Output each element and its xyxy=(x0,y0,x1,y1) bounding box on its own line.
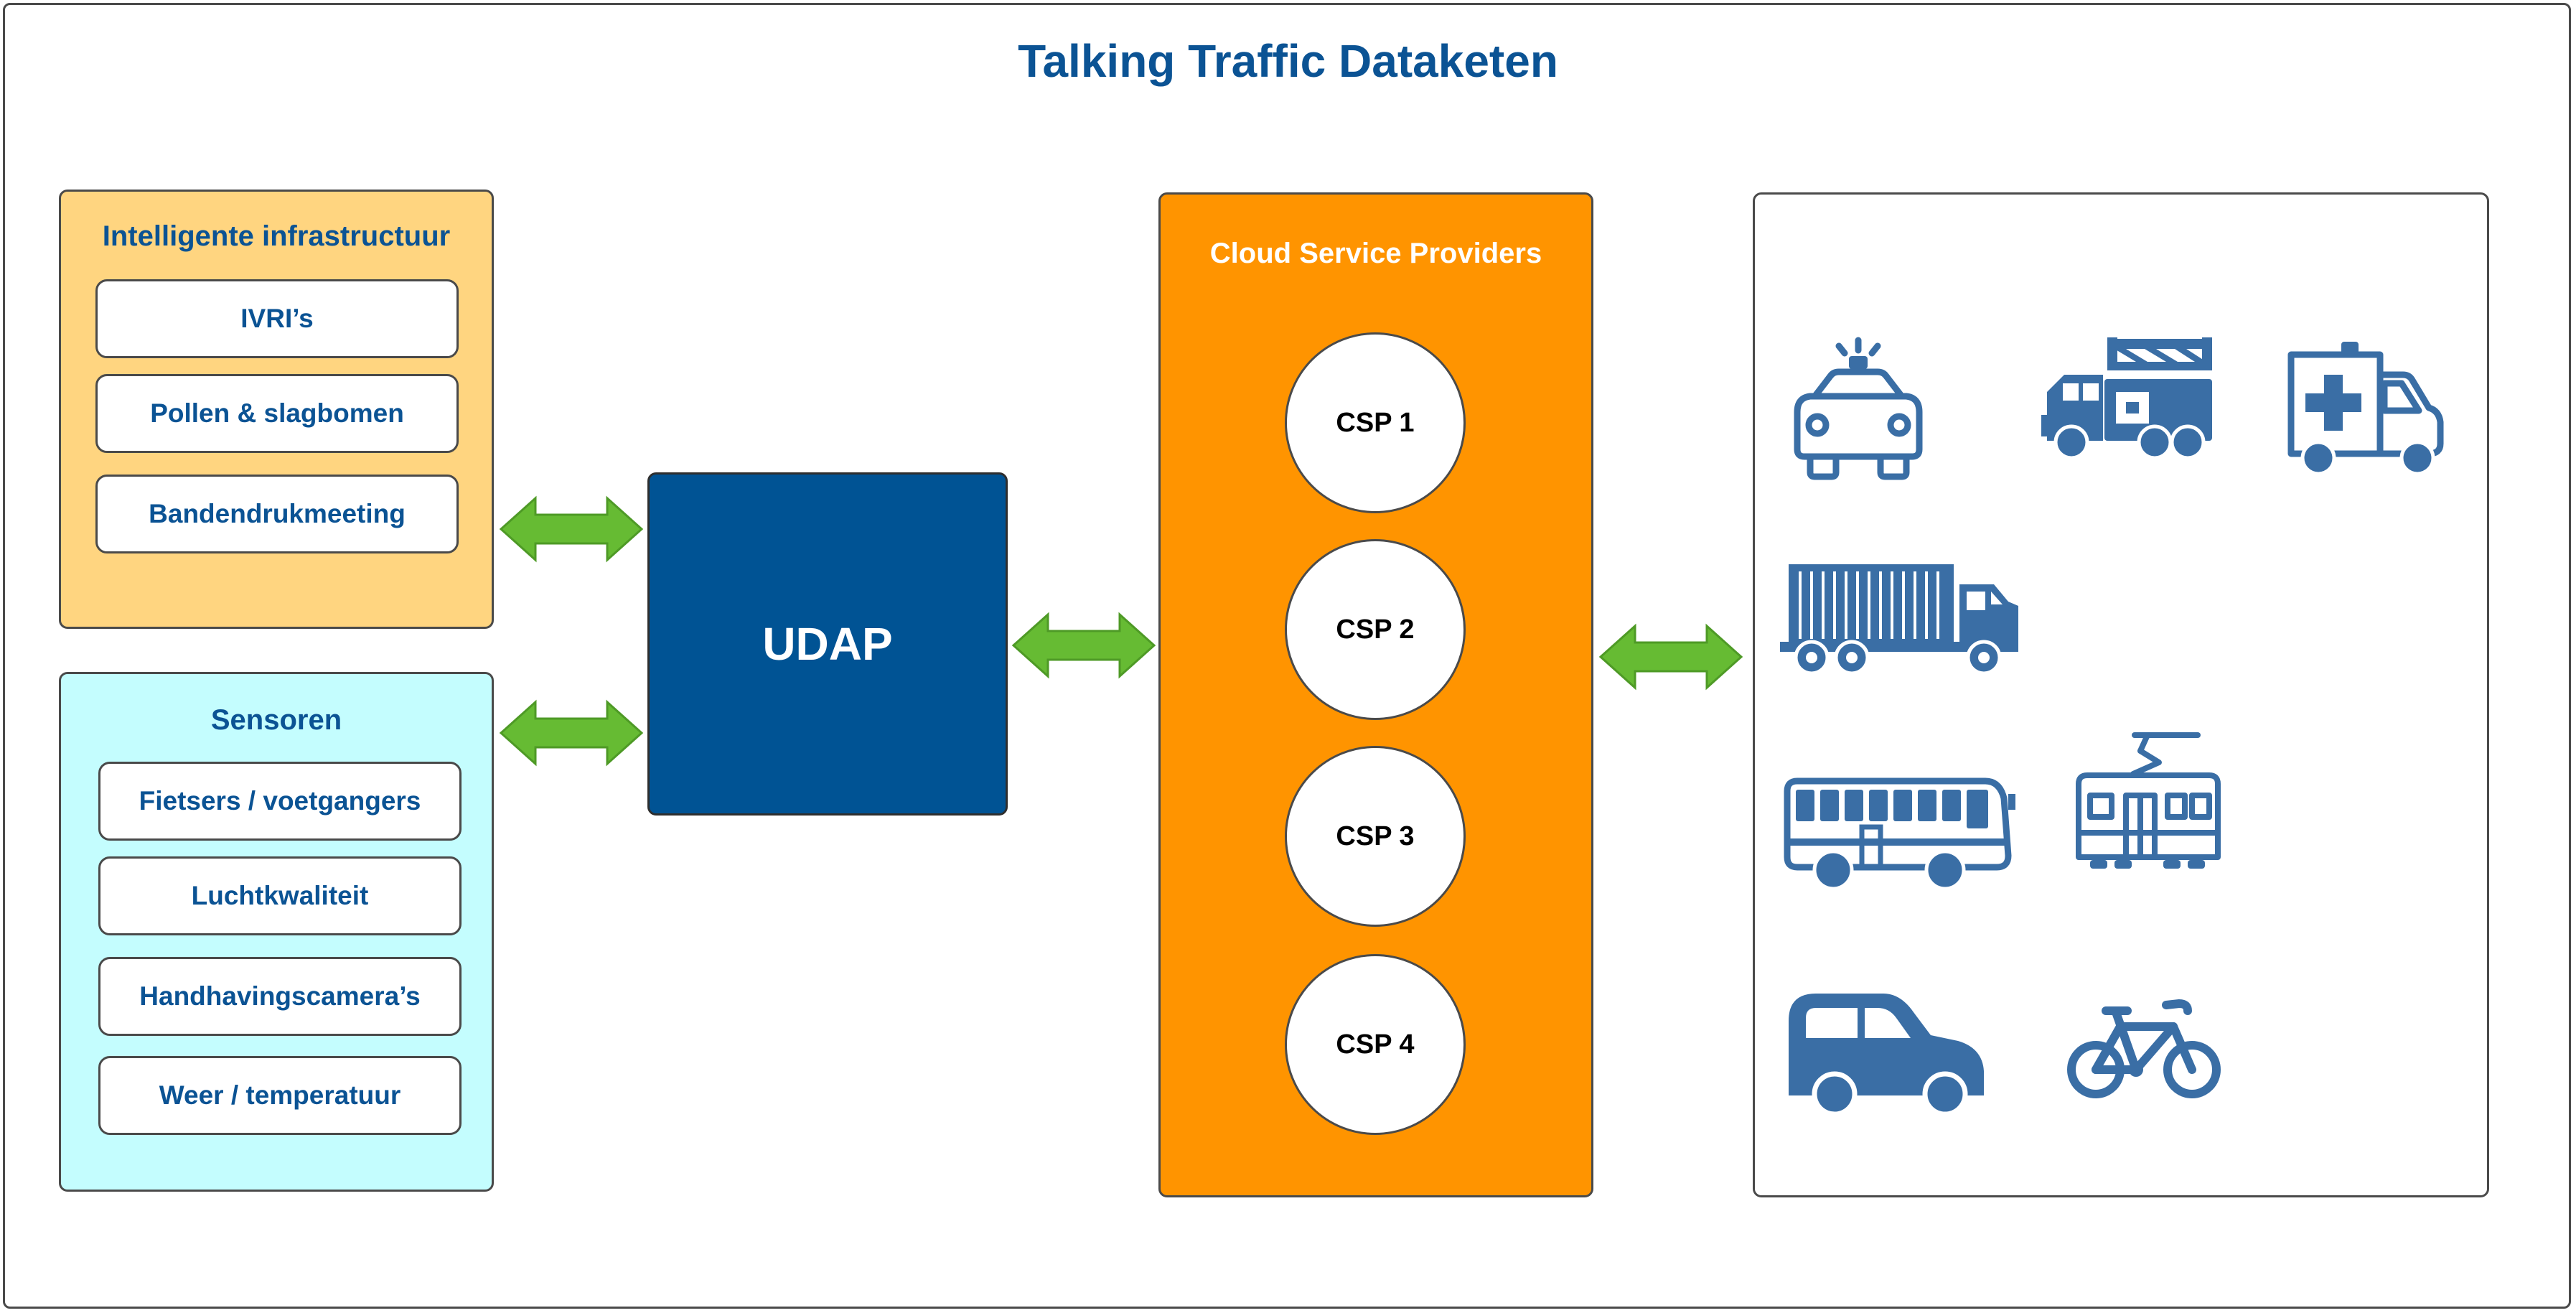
infra-title: Intelligente infrastructuur xyxy=(102,220,451,252)
csp-1-circle: CSP 1 xyxy=(1285,332,1466,513)
csp-2-circle: CSP 2 xyxy=(1285,539,1466,720)
sensor-item-weer: Weer / temperatuur xyxy=(98,1056,462,1135)
arrow-udap-cloud xyxy=(1011,612,1156,679)
sensor-item-fietsers: Fietsers / voetgangers xyxy=(98,762,462,841)
sensoren-title: Sensoren xyxy=(210,704,342,736)
udap-box: UDAP xyxy=(647,472,1008,816)
csp-4-circle: CSP 4 xyxy=(1285,954,1466,1135)
sensor-item-handhaving: Handhavingscamera’s xyxy=(98,957,462,1036)
sensoren-panel: Sensoren Fietsers / voetgangers Luchtkwa… xyxy=(59,672,494,1192)
infra-item-bandendruk: Bandendrukmeeting xyxy=(95,475,459,553)
arrow-infra-udap xyxy=(499,495,644,563)
car-icon xyxy=(1789,994,1984,1117)
ambulance-icon xyxy=(2287,342,2444,476)
cloud-panel: Cloud Service Providers CSP 1 CSP 2 CSP … xyxy=(1158,192,1593,1197)
bicycle-icon xyxy=(2067,999,2221,1098)
arrow-cloud-vehicles xyxy=(1598,623,1743,691)
arrow-sensoren-udap xyxy=(499,699,644,767)
infra-panel: Intelligente infrastructuur IVRI’s Polle… xyxy=(59,190,494,629)
fire-truck-icon xyxy=(2041,337,2212,460)
cloud-title: Cloud Service Providers xyxy=(1209,238,1542,269)
sensor-item-lucht: Luchtkwaliteit xyxy=(98,856,462,935)
infra-item-pollen: Pollen & slagbomen xyxy=(95,374,459,453)
tram-icon xyxy=(2076,732,2221,869)
bus-icon xyxy=(1784,777,2015,891)
container-truck-icon xyxy=(1780,564,2018,676)
csp-3-circle: CSP 3 xyxy=(1285,746,1466,927)
police-car-icon xyxy=(1794,337,1923,480)
infra-item-ivri: IVRI’s xyxy=(95,279,459,358)
diagram-title: Talking Traffic Dataketen xyxy=(1018,35,1558,87)
